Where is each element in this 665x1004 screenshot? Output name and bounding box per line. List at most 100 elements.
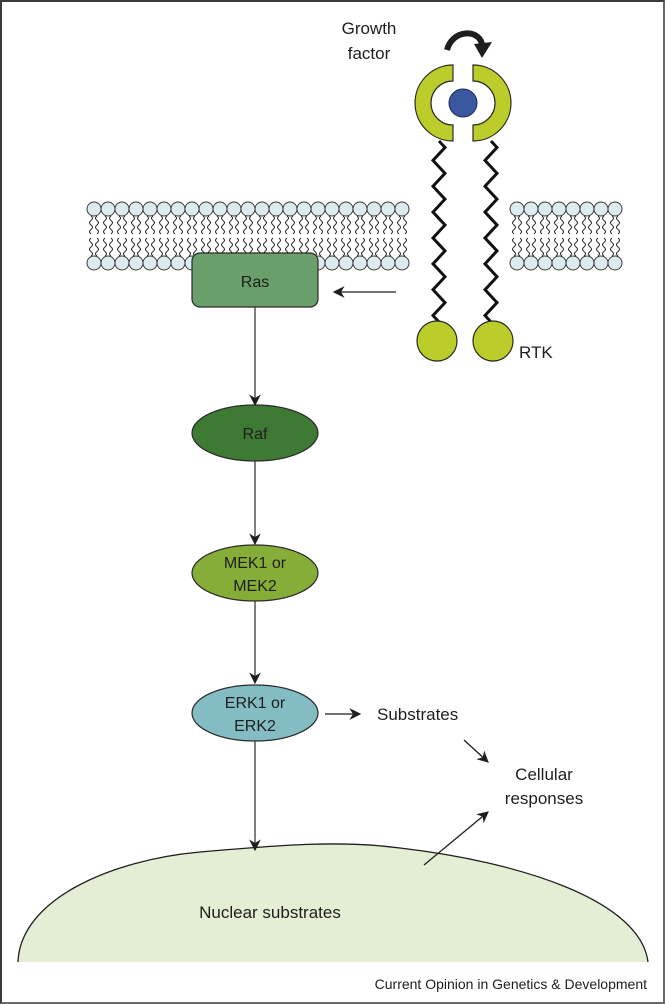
lipid-head-inner <box>338 255 354 271</box>
lipid-tail <box>546 237 550 257</box>
lipid-tail <box>610 215 614 235</box>
lipid-tail <box>602 215 606 235</box>
lipid-head-inner <box>156 255 172 271</box>
lipid-tail <box>109 215 113 235</box>
lipid-tail <box>235 215 239 235</box>
lipid-head-outer <box>338 201 354 217</box>
lipid-tail <box>532 215 536 235</box>
lipid-tail <box>173 237 177 257</box>
receptor-left-extracellular-icon <box>414 64 454 142</box>
lipid-tail <box>257 215 261 235</box>
raf-label: Raf <box>243 426 268 443</box>
receptor-left-kinase-icon <box>416 320 458 362</box>
substrates-label: Substrates <box>377 705 458 724</box>
cell-membrane <box>86 201 623 271</box>
lipid-head-inner <box>509 255 525 271</box>
mek-label-line1: MEK1 or <box>224 555 287 572</box>
rtk-receptor <box>414 64 514 362</box>
receptor-right-extracellular-icon <box>472 64 512 142</box>
lipid-tail <box>95 215 99 235</box>
lipid-head-outer <box>156 201 172 217</box>
lipid-head-inner <box>607 255 623 271</box>
lipid-head-outer <box>394 201 410 217</box>
lipid-head-inner <box>128 255 144 271</box>
lipid-head-outer <box>226 201 242 217</box>
lipid-head-inner <box>170 255 186 271</box>
lipid-tail <box>526 237 530 257</box>
lipid-tail <box>277 215 281 235</box>
growth-factor-label-line2: factor <box>348 44 391 63</box>
figure-credit: Current Opinion in Genetics & Developmen… <box>375 976 647 992</box>
lipid-tail <box>165 215 169 235</box>
lipid-tail <box>347 237 351 257</box>
receptor-right-kinase-icon <box>472 320 514 362</box>
lipid-tail <box>355 237 359 257</box>
lipid-head-outer <box>537 201 553 217</box>
lipid-head-outer <box>100 201 116 217</box>
lipid-tail <box>95 237 99 257</box>
lipid-head-outer <box>310 201 326 217</box>
lipid-head-outer <box>296 201 312 217</box>
lipid-tail <box>512 237 516 257</box>
lipid-tail <box>313 237 317 257</box>
lipid-head-outer <box>523 201 539 217</box>
lipid-tail <box>369 215 373 235</box>
lipid-tail <box>361 237 365 257</box>
substrates-to-cellular-arrow <box>463 739 489 763</box>
nucleus-outline <box>17 843 649 963</box>
lipid-tail <box>313 215 317 235</box>
lipid-tail <box>207 215 211 235</box>
lipid-tail <box>512 215 516 235</box>
lipid-head-outer <box>114 201 130 217</box>
growth-factor-ligand-icon <box>448 88 478 118</box>
receptor-right-chain-icon <box>482 139 500 324</box>
lipid-tail <box>383 237 387 257</box>
lipid-head-inner <box>579 255 595 271</box>
lipid-tail <box>568 215 572 235</box>
lipid-tail <box>131 215 135 235</box>
lipid-tail <box>602 237 606 257</box>
lipid-tail <box>137 215 141 235</box>
lipid-tail <box>596 237 600 257</box>
lipid-head-inner <box>352 255 368 271</box>
lipid-tail <box>103 215 107 235</box>
lipid-tail <box>173 215 177 235</box>
lipid-tail <box>546 215 550 235</box>
lipid-head-inner <box>394 255 410 271</box>
lipid-tail <box>229 215 233 235</box>
lipid-tail <box>193 215 197 235</box>
lipid-tail <box>403 215 407 235</box>
lipid-head-inner <box>380 255 396 271</box>
lipid-tail <box>215 215 219 235</box>
lipid-tail <box>187 215 191 235</box>
lipid-tail <box>159 237 163 257</box>
receptor-left-chain-icon <box>430 139 448 324</box>
lipid-tail <box>159 215 163 235</box>
lipid-tail <box>109 237 113 257</box>
lipid-head-outer <box>380 201 396 217</box>
lipid-tail <box>341 215 345 235</box>
lipid-tail <box>389 237 393 257</box>
lipid-tail <box>610 237 614 257</box>
lipid-head-outer <box>565 201 581 217</box>
lipid-tail <box>526 215 530 235</box>
lipid-tail <box>582 237 586 257</box>
lipid-head-inner <box>593 255 609 271</box>
nucleus-dome <box>18 843 648 962</box>
cellular-responses-label-line1: Cellular <box>515 765 573 784</box>
erk-label-line2: ERK2 <box>234 718 276 735</box>
lipid-tail <box>151 215 155 235</box>
lipid-head-outer <box>268 201 284 217</box>
lipid-tail <box>347 215 351 235</box>
lipid-tail <box>389 215 393 235</box>
lipid-head-outer <box>240 201 256 217</box>
lipid-tail <box>397 215 401 235</box>
lipid-tail <box>574 215 578 235</box>
lipid-tail <box>518 237 522 257</box>
lipid-tail <box>397 237 401 257</box>
nucleus-to-cellular-arrow <box>423 811 489 866</box>
lipid-head-outer <box>128 201 144 217</box>
lipid-tail <box>179 215 183 235</box>
nuclear-substrates-label: Nuclear substrates <box>199 903 341 922</box>
